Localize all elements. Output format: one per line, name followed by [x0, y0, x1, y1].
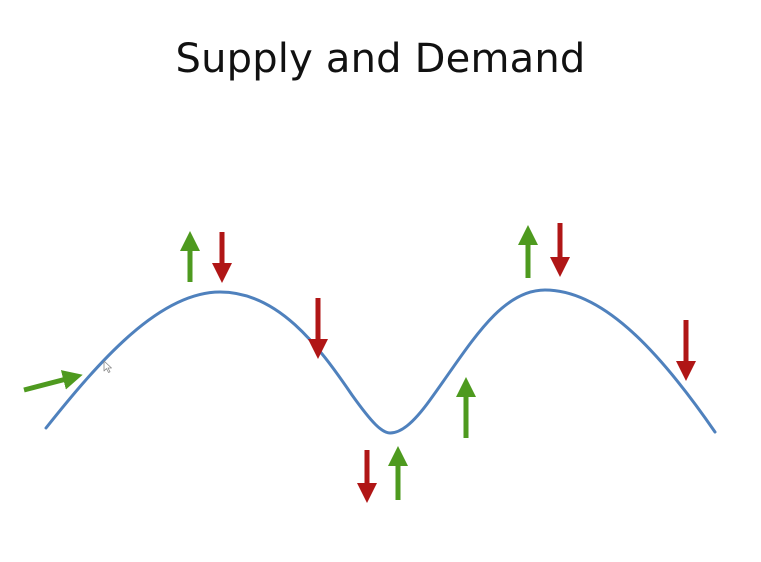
slide-title: Supply and Demand — [175, 36, 586, 82]
up-arrow-left-diagonal — [23, 370, 83, 393]
wave-curve — [44, 288, 717, 435]
mouse-pointer-icon — [103, 360, 112, 373]
